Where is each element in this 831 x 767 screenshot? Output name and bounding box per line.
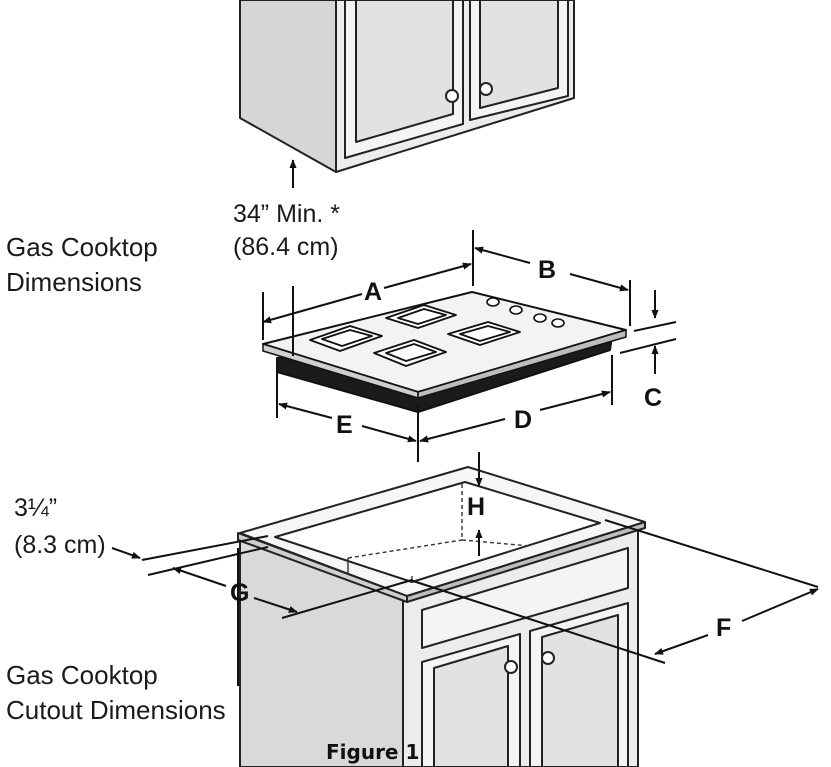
label-a: A [364, 278, 382, 306]
cutout-title-line2: Cutout Dimensions [6, 695, 226, 725]
label-c: C [644, 384, 662, 412]
label-h: H [467, 493, 485, 521]
control-knobs [486, 297, 565, 328]
edge-offset-line2: (8.3 cm) [14, 531, 106, 559]
figure-caption: Figure 1 [326, 740, 419, 764]
cooktop-title-line2: Dimensions [6, 267, 142, 297]
label-d: D [514, 406, 532, 434]
base-cabinet [237, 466, 646, 767]
label-e: E [336, 411, 353, 439]
burner-grates [309, 304, 521, 367]
cooktop-title-line1: Gas Cooktop [6, 232, 158, 262]
clearance-line1: 34” Min. * [233, 200, 340, 228]
edge-offset-line1: 3¼” [14, 494, 57, 522]
cooktop-dimension-lines [262, 230, 677, 462]
cutout-title-line1: Gas Cooktop [6, 660, 158, 690]
clearance-line2: (86.4 cm) [233, 233, 339, 261]
cutout-opening [347, 484, 531, 582]
label-g: G [230, 579, 249, 607]
upper-cabinet [239, 0, 575, 173]
label-b: B [538, 256, 556, 284]
label-f: F [716, 614, 731, 642]
cutout-dimension-lines [111, 452, 819, 686]
